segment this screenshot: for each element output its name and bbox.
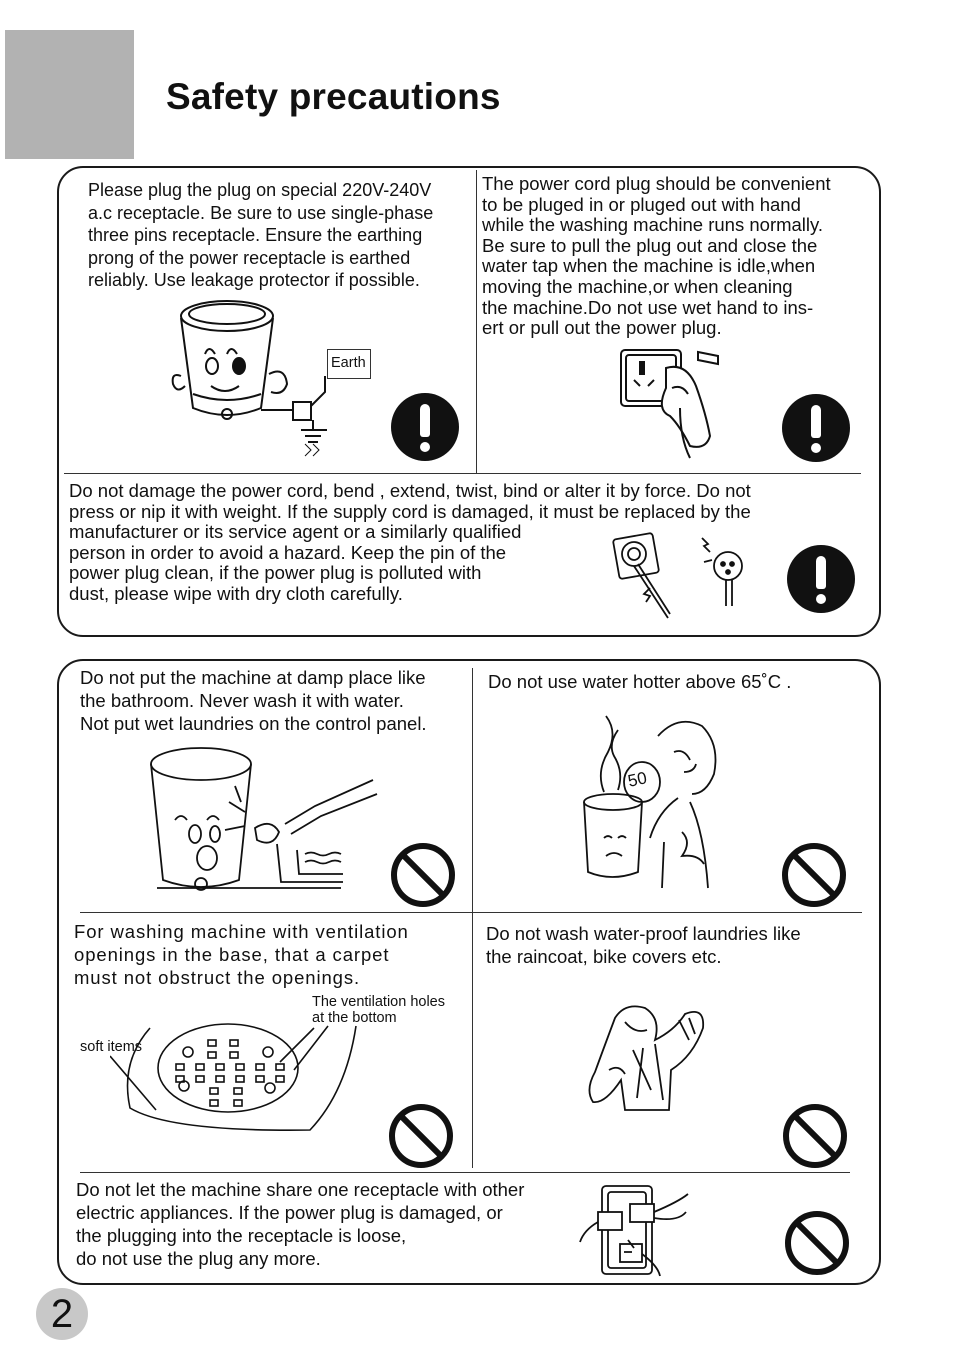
machine-water-spray-illustration: [150, 747, 378, 891]
multiple-plugs-receptacle-illustration: [579, 1185, 689, 1277]
woman-pouring-hot-water-illustration: [583, 715, 717, 889]
prohibited-icon-2: [782, 843, 846, 907]
damaged-plug-illustration: [612, 532, 743, 619]
waterproof-laundry-text: Do not wash water-proof laundries like t…: [486, 923, 801, 967]
page-number: 2: [36, 1288, 88, 1340]
prohibited-icon-3: [389, 1104, 453, 1168]
exclamation-warning-icon-3: [787, 545, 855, 613]
pot-temperature-label: 50: [626, 768, 649, 791]
divider-vertical-2: [472, 668, 473, 1168]
earthing-instruction-text: Please plug the plug on special 220V-240…: [88, 180, 434, 291]
power-cord-damage-text: Do not damage the power cord, bend , ext…: [69, 480, 751, 604]
divider-vertical: [476, 170, 477, 473]
washing-machine-earth-illustration: [171, 300, 327, 457]
divider-horizontal-2: [80, 912, 862, 913]
divider-horizontal-3: [80, 1172, 850, 1173]
raincoat-illustration: [588, 1005, 705, 1111]
soft-items-label: soft items: [80, 1039, 143, 1055]
prohibited-icon-5: [785, 1211, 849, 1275]
prohibited-icon: [391, 843, 455, 907]
ventilation-base-illustration: [110, 1023, 357, 1131]
earth-label-box: Earth: [327, 349, 371, 379]
prohibited-icon-4: [783, 1104, 847, 1168]
exclamation-warning-icon: [391, 393, 459, 461]
divider-horizontal: [64, 473, 861, 474]
exclamation-warning-icon-2: [782, 394, 850, 462]
ventilation-openings-text: For washing machine with ventilation ope…: [74, 921, 409, 988]
hand-unplugging-illustration: [620, 349, 719, 459]
safety-panel-top: [57, 166, 881, 637]
hot-water-text: Do not use water hotter above 65˚C .: [488, 671, 792, 692]
damp-place-text: Do not put the machine at damp place lik…: [80, 667, 427, 734]
power-cord-handling-text: The power cord plug should be convenient…: [482, 173, 831, 339]
header-gray-block: [5, 30, 134, 159]
ventilation-holes-label: The ventilation holes at the bottom: [312, 994, 445, 1026]
earth-label: Earth: [331, 355, 366, 371]
page-title: Safety precautions: [166, 76, 501, 117]
shared-receptacle-text: Do not let the machine share one recepta…: [76, 1179, 525, 1269]
safety-panel-bottom: [57, 659, 881, 1285]
